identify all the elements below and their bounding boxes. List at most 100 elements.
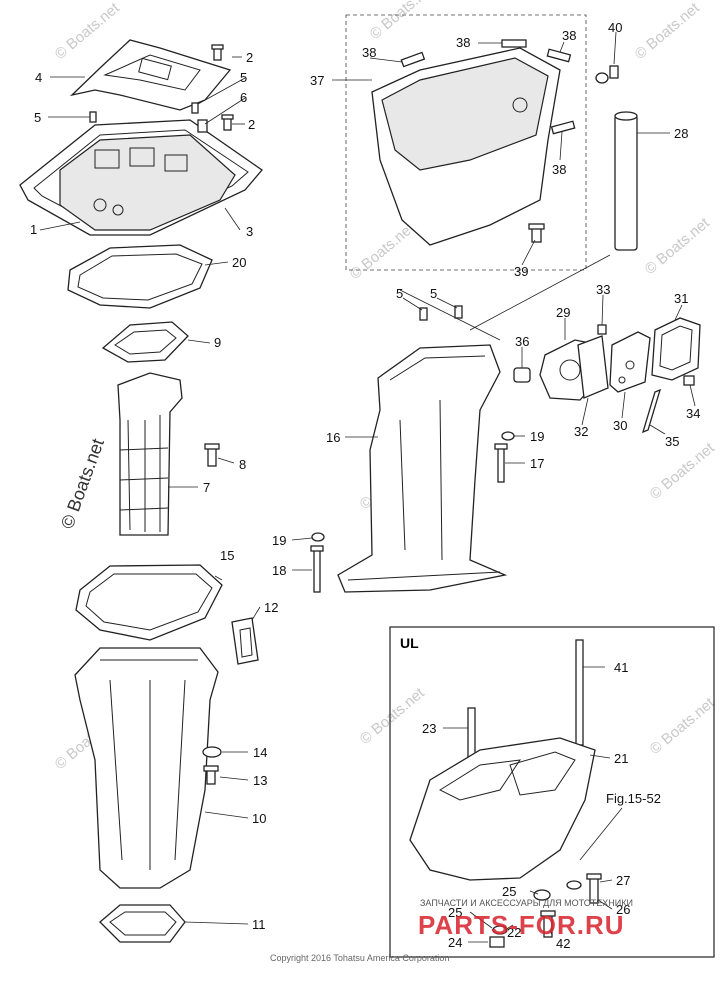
part-25-washer[interactable] (566, 880, 582, 890)
callout-label: 30 (613, 418, 627, 433)
callout-label: 34 (686, 406, 700, 421)
part-32-gasket[interactable] (577, 335, 609, 399)
callout-label: 35 (665, 434, 679, 449)
callout-label: 5 (430, 286, 437, 301)
part-19-washer[interactable] (311, 532, 325, 542)
part-10-housing[interactable] (74, 647, 219, 889)
part-5-pin[interactable] (191, 102, 199, 114)
part-7-exhaust[interactable] (117, 372, 183, 536)
part-28-tube[interactable] (614, 111, 638, 251)
part-23-stud[interactable] (467, 707, 476, 759)
part-2-bolt[interactable] (211, 44, 224, 61)
part-33-screw[interactable] (597, 324, 607, 335)
callout-label: 12 (264, 600, 278, 615)
part-1-base[interactable] (59, 134, 236, 231)
part-42-bolt[interactable] (540, 910, 556, 938)
ul-inset-frame (389, 626, 715, 958)
part-34-screw[interactable] (683, 375, 695, 386)
callout-label: 3 (246, 224, 253, 239)
leader-lines (39, 31, 696, 943)
part-11-gasket[interactable] (99, 904, 186, 943)
part-5-pin[interactable] (89, 111, 97, 123)
promo-text: ЗАПЧАСТИ И АКСЕССУАРЫ ДЛЯ МОТОТЕХНИКИ (420, 898, 633, 908)
watermark: © Boats.net (347, 219, 419, 283)
part-15-gasket[interactable] (75, 564, 223, 641)
callout-label: 2 (248, 117, 255, 132)
part-40-bolt[interactable] (595, 65, 619, 84)
part-13-bolt[interactable] (203, 765, 219, 785)
part-27-bolt[interactable] (586, 873, 602, 904)
callout-label: 37 (310, 73, 324, 88)
callout-label: 5 (34, 110, 41, 125)
callout-label: 23 (422, 721, 436, 736)
callout-label: 29 (556, 305, 570, 320)
figure-reference-link[interactable]: Fig.15-52 (606, 791, 661, 806)
callout-label: 27 (616, 873, 630, 888)
part-19-washer[interactable] (501, 431, 515, 441)
part-38-pad[interactable] (550, 120, 576, 135)
callout-label: 17 (530, 456, 544, 471)
callout-label: 9 (214, 335, 221, 350)
part-18-bolt[interactable] (310, 545, 324, 593)
callout-label: 1 (30, 222, 37, 237)
callout-label: 8 (239, 457, 246, 472)
part-30-cover[interactable] (609, 331, 651, 393)
part-25-washer[interactable] (533, 889, 551, 901)
part-16-lower-case[interactable] (337, 344, 508, 593)
part-41-stud[interactable] (575, 639, 584, 746)
callout-label: 10 (252, 811, 266, 826)
part-31-cover[interactable] (651, 317, 701, 381)
part-38-pad[interactable] (400, 51, 426, 68)
callout-label: 7 (203, 480, 210, 495)
callout-label: 25 (448, 905, 462, 920)
callout-label: 26 (616, 902, 630, 917)
part-17-bolt[interactable] (494, 443, 508, 483)
part-24-nut[interactable] (489, 936, 505, 948)
group-box-37 (345, 14, 587, 271)
copyright-text: Copyright 2016 Tohatsu America Corporati… (270, 953, 449, 963)
callout-label: 18 (272, 563, 286, 578)
callout-label: 42 (556, 936, 570, 951)
part-4-plate[interactable] (69, 39, 232, 111)
callout-label: 15 (220, 548, 234, 563)
callout-label: 38 (362, 45, 376, 60)
part-22-washer[interactable] (492, 925, 508, 935)
part-9-gasket[interactable] (101, 321, 189, 363)
watermark: © Boats.net (52, 0, 124, 63)
callout-label: 36 (515, 334, 529, 349)
part-39-bolt[interactable] (528, 223, 545, 243)
callout-label: 39 (514, 264, 528, 279)
part-35-rod[interactable] (641, 388, 662, 434)
part-2-bolt[interactable] (221, 114, 234, 131)
part-8-bolt[interactable] (204, 443, 220, 467)
callout-label: 24 (448, 935, 462, 950)
part-21-extension[interactable] (409, 737, 596, 881)
callout-label: 16 (326, 430, 340, 445)
callout-label: 19 (272, 533, 286, 548)
watermark: © Boats.net (647, 439, 719, 503)
watermark-prominent: © Boats.net (57, 436, 108, 531)
watermark: © Boats.net (642, 214, 714, 278)
callout-label: 31 (674, 291, 688, 306)
callout-label: 19 (530, 429, 544, 444)
callout-label: 5 (240, 70, 247, 85)
part-36-grommet[interactable] (513, 367, 531, 383)
part-12-clip[interactable] (231, 617, 259, 665)
callout-labels: 1 2 2 3 4 5 5 5 5 6 7 8 9 10 11 12 13 14… (30, 20, 700, 951)
part-38-pad[interactable] (546, 48, 572, 63)
watermark: © Boats.net (367, 0, 439, 43)
part-37-apron[interactable] (371, 47, 561, 246)
part-38-pad[interactable] (501, 39, 527, 48)
part-6-washer[interactable] (197, 119, 208, 133)
callout-label: 2 (246, 50, 253, 65)
callout-label: 20 (232, 255, 246, 270)
callout-label: 38 (562, 28, 576, 43)
part-20-gasket[interactable] (67, 244, 213, 309)
watermark: © Boats.net (647, 694, 719, 758)
callout-label: 13 (253, 773, 267, 788)
part-14-washer[interactable] (202, 746, 222, 758)
part-5-pin[interactable] (454, 305, 463, 319)
watermark: © Boats.net (357, 684, 429, 748)
part-5-pin[interactable] (419, 307, 428, 321)
